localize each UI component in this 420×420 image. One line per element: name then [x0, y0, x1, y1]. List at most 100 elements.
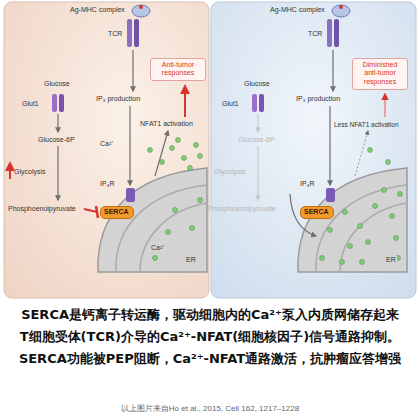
drawing-path: [116, 185, 207, 272]
organelle-label: ER: [385, 256, 397, 264]
drawing-rect: [59, 94, 64, 112]
left-illustration: [10, 5, 207, 272]
drawing-path: [98, 168, 207, 272]
drawing-rect: [126, 188, 135, 202]
metabolite-label: Phosphoenolpyruvate: [208, 205, 276, 213]
calcium-ion: [348, 244, 353, 249]
outcome-box: Anti-tumor responses: [150, 58, 206, 81]
drawing-line: [129, 106, 130, 185]
calcium-ion: [394, 236, 399, 241]
drawing-ellipse: [132, 5, 150, 17]
transporter-label: Glut1: [22, 100, 39, 108]
ion-label: Ca²⁺: [150, 244, 165, 252]
calcium-ion: [328, 228, 333, 233]
calcium-ion: [198, 198, 203, 203]
drawing-line: [184, 86, 186, 117]
transporter-label: Glut1: [222, 100, 239, 108]
channel-label: IP₃R: [100, 180, 115, 188]
calcium-ion: [366, 240, 371, 245]
drawing-circle: [339, 5, 343, 9]
drawing-line: [57, 114, 58, 132]
calcium-ion: [170, 146, 175, 151]
complex-label: Ag-MHC complex: [70, 6, 125, 14]
drawing-line: [96, 206, 98, 218]
node-text: SERCA: [304, 208, 330, 216]
pump-protein: SERCA: [100, 206, 134, 219]
drawing-line: [84, 209, 97, 212]
drawing-rect: [134, 19, 139, 47]
metabolite-label: Phosphoenolpyruvate: [8, 205, 76, 213]
outcome-box: Diminished anti-tumor responses: [352, 58, 408, 90]
calcium-ion: [358, 224, 363, 229]
process-label: NFAT1 activation: [140, 120, 193, 128]
metabolite-label: Glucose-6P: [238, 136, 275, 144]
drawing-path: [140, 203, 207, 272]
calcium-ion: [194, 143, 199, 148]
note-line: T细胞受体(TCR)介导的Ca²⁺-NFAT(细胞核因子)信号通路抑制。: [0, 330, 420, 345]
drawing-line: [329, 106, 330, 185]
complex-label: Ag-MHC complex: [270, 6, 325, 14]
calcium-ion: [160, 160, 165, 165]
calcium-ion: [382, 188, 387, 193]
pathway-label: Glycolysis: [214, 168, 246, 176]
calcium-ion: [148, 148, 153, 153]
drawing-line: [384, 94, 386, 117]
drawing-rect: [259, 94, 264, 112]
calcium-ion: [360, 260, 365, 265]
drawing-line: [257, 114, 258, 132]
metabolite-label: Glucose: [244, 80, 270, 88]
organelle-label: ER: [185, 256, 197, 264]
calcium-ion: [398, 192, 403, 197]
channel-label: IP₃R: [300, 180, 315, 188]
calcium-ion: [198, 154, 203, 159]
drawing-path: [340, 203, 407, 272]
calcium-ion: [173, 208, 178, 213]
drawing-line: [9, 163, 11, 179]
panel-suppressed: [211, 2, 416, 298]
node-text: Anti-tumor responses: [154, 61, 202, 78]
drawing-rect: [326, 188, 335, 202]
note-line: SERCA功能被PEP阻断，Ca²⁺-NFAT通路激活，抗肿瘤应答增强: [0, 352, 420, 367]
process-label: Less NFAT1 activation: [334, 121, 399, 128]
drawing-line: [155, 131, 168, 176]
process-label: IP₃ production: [96, 95, 140, 103]
drawing-path: [316, 185, 407, 272]
node-text: SERCA: [104, 208, 130, 216]
drawing-rect: [327, 19, 332, 47]
drawing-line: [355, 131, 368, 176]
drawing-line: [332, 50, 333, 91]
calcium-ion: [368, 148, 373, 153]
drawing-rect: [127, 19, 132, 47]
calcium-ion: [176, 138, 181, 143]
process-label: IP₃ production: [296, 95, 340, 103]
calcium-ion: [182, 156, 187, 161]
pathway-label: Glycolysis: [14, 168, 46, 176]
calcium-ion: [153, 256, 158, 261]
calcium-ion: [386, 160, 391, 165]
receptor-label: TCR: [308, 30, 322, 38]
receptor-label: TCR: [108, 30, 122, 38]
calcium-ion: [320, 256, 325, 261]
metabolite-label: Glucose-6P: [38, 136, 75, 144]
calcium-ion: [390, 214, 395, 219]
drawing-line: [132, 50, 133, 91]
calcium-ion: [190, 226, 195, 231]
drawing-path: [298, 168, 407, 272]
calcium-ion: [340, 260, 345, 265]
right-illustration: [252, 5, 407, 272]
calcium-ions: [148, 138, 403, 265]
metabolite-label: Glucose: [44, 80, 70, 88]
calcium-ion: [373, 204, 378, 209]
pump-protein: SERCA: [300, 206, 334, 219]
drawing-rect: [52, 94, 57, 112]
source-caption: 以上图片来自Ho et al., 2015, Cell 162, 1217–12…: [0, 403, 420, 414]
drawing-circle: [139, 5, 143, 9]
note-line: SERCA是钙离子转运酶，驱动细胞内的Ca²⁺泵入内质网储存起来: [0, 308, 420, 323]
drawing-rect: [334, 19, 339, 47]
calcium-ion: [188, 166, 193, 171]
ion-label: Ca²⁺: [100, 140, 113, 148]
node-text: Diminished anti-tumor responses: [356, 61, 404, 86]
drawing-line: [57, 146, 58, 200]
drawing-ellipse: [332, 5, 350, 17]
